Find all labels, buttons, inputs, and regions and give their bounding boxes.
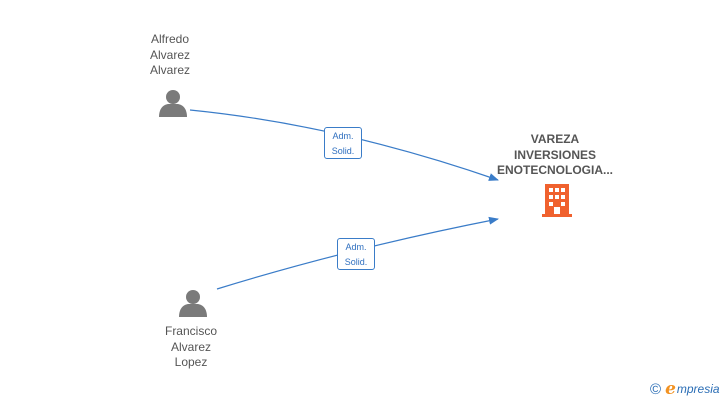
edge-label-bottom[interactable]: Adm. Solid. [337, 238, 375, 270]
empresia-logo: © e mpresia [650, 379, 720, 399]
name-line: Alvarez [170, 339, 211, 354]
company-label-vareza[interactable]: VAREZA INVERSIONES ENOTECNOLOGIA... [475, 132, 635, 179]
company-line: VAREZA [530, 132, 580, 146]
brand-name: mpresia [676, 382, 720, 396]
building-icon[interactable] [542, 184, 572, 217]
name-line: Alfredo [150, 32, 190, 46]
company-line: INVERSIONES [513, 147, 597, 162]
person-label-alfredo[interactable]: Alfredo Alvarez Alvarez [110, 32, 230, 79]
person-icon[interactable] [159, 90, 187, 117]
edge-label-top[interactable]: Adm. Solid. [324, 127, 362, 159]
name-line: Lopez [174, 355, 208, 369]
name-line: Francisco [164, 324, 217, 338]
person-label-francisco[interactable]: Francisco Alvarez Lopez [131, 324, 251, 371]
edge-label-line: Adm. [332, 131, 354, 141]
name-line: Alvarez [149, 63, 190, 77]
company-line: ENOTECNOLOGIA... [496, 163, 613, 177]
copyright-icon: © [650, 380, 662, 398]
brand-initial: e [665, 379, 676, 399]
edge-label-line: Solid. [331, 146, 355, 156]
edge-label-line: Solid. [344, 257, 368, 267]
edge-label-line: Adm. [345, 242, 367, 252]
person-icon[interactable] [179, 290, 207, 317]
name-line: Alvarez [149, 47, 190, 62]
